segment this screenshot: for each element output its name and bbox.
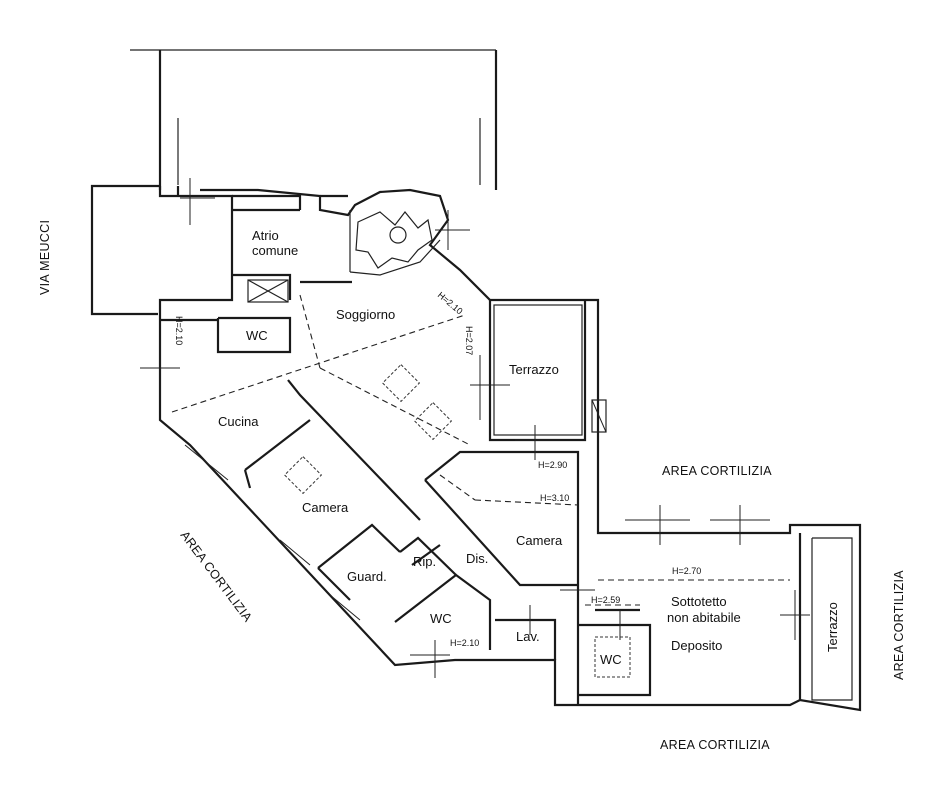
height-sottotetto-label: H=2.70 bbox=[672, 566, 701, 576]
area-cortilizia-right: AREA CORTILIZIA bbox=[892, 570, 906, 680]
room-sottotetto-label-1: Sottotetto bbox=[671, 594, 727, 609]
room-guard-label: Guard. bbox=[347, 569, 387, 584]
ceiling-lines bbox=[171, 294, 790, 606]
height-camera-b-label: H=3.10 bbox=[540, 493, 569, 503]
room-sottotetto-label-2: non abitabile bbox=[667, 610, 741, 625]
room-wc-deposito-label: WC bbox=[600, 652, 622, 667]
outer-walls bbox=[158, 186, 862, 712]
room-soggiorno-label: Soggiorno bbox=[336, 307, 395, 322]
inner-walls bbox=[160, 208, 853, 705]
area-cortilizia-left: AREA CORTILIZIA bbox=[178, 528, 256, 624]
height-wc-label: H=2.10 bbox=[450, 638, 479, 648]
room-atrio-label-1: Atrio bbox=[252, 228, 279, 243]
room-deposito-label: Deposito bbox=[671, 638, 722, 653]
room-wc-bottom-label: WC bbox=[430, 611, 452, 626]
room-wc-top-label: WC bbox=[246, 328, 268, 343]
height-soggiorno-a-label: H=2.10 bbox=[436, 290, 465, 316]
height-deposito-label: H=2.59 bbox=[591, 595, 620, 605]
street-label: VIA MEUCCI bbox=[38, 220, 52, 295]
area-cortilizia-bottom: AREA CORTILIZIA bbox=[660, 738, 770, 752]
room-camera-right-label: Camera bbox=[516, 533, 563, 548]
height-soggiorno-b-label: H=2.07 bbox=[464, 326, 474, 355]
room-rip-label: Rip. bbox=[413, 554, 436, 569]
skylights bbox=[283, 363, 453, 495]
courtyard-boundary-top bbox=[130, 49, 498, 190]
room-terrazzo-top-label: Terrazzo bbox=[509, 362, 559, 377]
room-cucina-label: Cucina bbox=[218, 414, 259, 429]
room-lav-label: Lav. bbox=[516, 629, 540, 644]
area-cortilizia-top-right: AREA CORTILIZIA bbox=[662, 464, 772, 478]
room-dis-label: Dis. bbox=[466, 551, 488, 566]
height-camera-a-label: H=2.90 bbox=[538, 460, 567, 470]
windows bbox=[140, 178, 810, 678]
room-camera-left-label: Camera bbox=[302, 500, 349, 515]
height-cucina-label: H=2.10 bbox=[174, 316, 184, 345]
street-annex bbox=[90, 184, 160, 316]
room-terrazzo-right-label: Terrazzo bbox=[825, 602, 840, 652]
room-atrio-label-2: comune bbox=[252, 243, 298, 258]
